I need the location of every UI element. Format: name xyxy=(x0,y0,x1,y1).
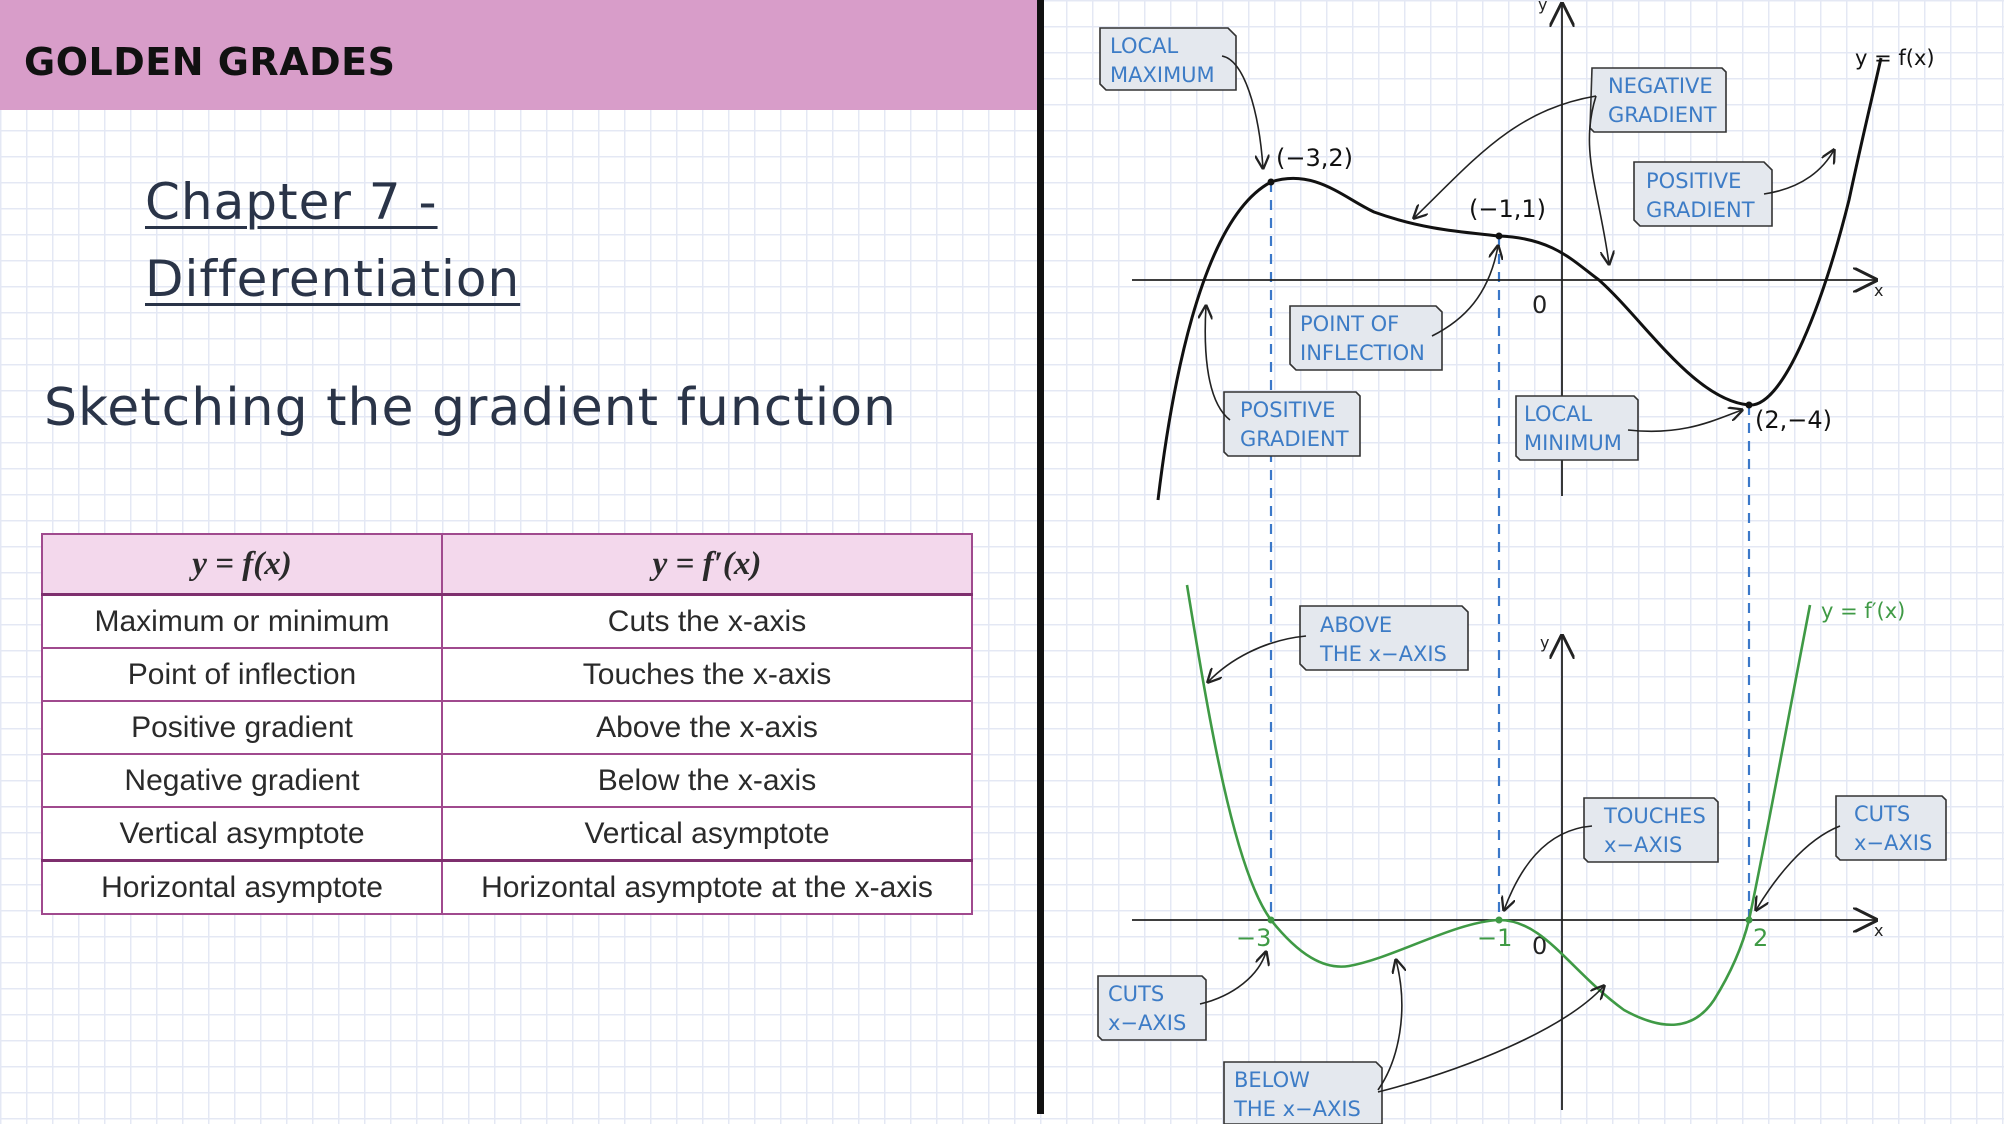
label-local-minimum-line1: LOCAL xyxy=(1524,402,1593,426)
table-row: Point of inflection Touches the x-axis xyxy=(42,648,973,702)
label-cuts-x-axis-left-line1: CUTS xyxy=(1108,982,1164,1006)
arrow-below-2 xyxy=(1377,986,1604,1093)
label-below-x-axis-line1: BELOW xyxy=(1234,1068,1310,1092)
table-row: Positive gradient Above the x-axis xyxy=(42,701,973,755)
label-below-x-axis-line2: THE x−AXIS xyxy=(1233,1097,1361,1121)
table-cell: Touches the x-axis xyxy=(442,648,973,702)
label-positive-gradient-right: POSITIVE GRADIENT xyxy=(1633,161,1773,227)
label-positive-gradient-left: POSITIVE GRADIENT xyxy=(1223,391,1361,457)
label-touches-x-axis: TOUCHES x−AXIS xyxy=(1583,797,1719,863)
bottom-y-axis-letter: y xyxy=(1540,633,1549,652)
label-positive-gradient-left-line2: GRADIENT xyxy=(1240,427,1349,451)
table-row: Negative gradient Below the x-axis xyxy=(42,754,973,808)
top-origin: 0 xyxy=(1532,291,1547,319)
label-point-of-inflection-line1: POINT OF xyxy=(1300,312,1399,336)
label-negative-gradient: NEGATIVE GRADIENT xyxy=(1589,67,1727,133)
column-header-fx: y = f(x) xyxy=(42,534,443,596)
label-positive-gradient-right-line2: GRADIENT xyxy=(1646,198,1755,222)
table-cell: Point of inflection xyxy=(42,648,443,702)
bottom-x-axis-letter: x xyxy=(1874,921,1883,940)
label-touches-x-axis-line2: x−AXIS xyxy=(1604,833,1682,857)
arrow-touches-x-axis xyxy=(1504,825,1593,910)
arrow-above-x-axis xyxy=(1208,635,1307,682)
label-cuts-x-axis-left-line2: x−AXIS xyxy=(1108,1011,1186,1035)
label-positive-gradient-left-line1: POSITIVE xyxy=(1240,398,1335,422)
label-cuts-x-axis-right-line2: x−AXIS xyxy=(1854,831,1932,855)
inflection-coord: (−1,1) xyxy=(1469,195,1546,223)
tick-label-minus-1: −1 xyxy=(1477,924,1512,952)
root-2 xyxy=(1745,916,1753,924)
table-cell: Cuts the x-axis xyxy=(442,594,973,649)
table-row: Vertical asymptote Vertical asymptote xyxy=(42,807,973,862)
vertical-divider xyxy=(1037,0,1044,1114)
arrow-negative-gradient-2 xyxy=(1588,95,1609,264)
label-below-x-axis: BELOW THE x−AXIS xyxy=(1223,1061,1383,1124)
table-cell: Positive gradient xyxy=(42,701,443,755)
header-banner xyxy=(0,0,1040,110)
top-y-axis-letter: y xyxy=(1538,0,1547,14)
chapter-subject: Differentiation xyxy=(145,250,521,308)
fpx-curve xyxy=(1185,584,1812,1027)
arrow-inflection xyxy=(1431,246,1498,337)
label-negative-gradient-line2: GRADIENT xyxy=(1608,103,1717,127)
column-header-fpx: y = f′(x) xyxy=(442,534,973,596)
top-x-axis-letter: x xyxy=(1874,281,1883,300)
arrow-local-max xyxy=(1221,55,1263,168)
label-touches-x-axis-line1: TOUCHES xyxy=(1603,804,1706,828)
label-local-maximum: LOCAL MAXIMUM xyxy=(1099,27,1237,91)
fx-curve xyxy=(1156,57,1883,501)
table-header-row: y = f(x) y = f′(x) xyxy=(42,534,973,596)
local-min-point xyxy=(1745,401,1753,409)
section-subtitle: Sketching the gradient function xyxy=(44,378,897,438)
arrow-cuts-right xyxy=(1756,825,1841,910)
arrow-below-1 xyxy=(1377,960,1402,1091)
arrow-local-min xyxy=(1627,410,1742,433)
table-cell: Maximum or minimum xyxy=(42,594,443,649)
arrow-positive-gradient-right xyxy=(1763,150,1834,195)
pointer-arrows xyxy=(1199,55,1841,1093)
root-minus-3 xyxy=(1267,916,1275,924)
label-local-maximum-line2: MAXIMUM xyxy=(1110,63,1215,87)
label-above-x-axis-line1: ABOVE xyxy=(1320,613,1392,637)
local-max-coord: (−3,2) xyxy=(1276,144,1353,172)
label-cuts-x-axis-left: CUTS x−AXIS xyxy=(1097,975,1207,1041)
arrow-negative-gradient xyxy=(1414,95,1597,218)
table-cell: Horizontal asymptote xyxy=(42,859,443,915)
label-above-x-axis-line2: THE x−AXIS xyxy=(1319,642,1447,666)
tick-label-2: 2 xyxy=(1753,924,1768,952)
label-above-x-axis: ABOVE THE x−AXIS xyxy=(1299,605,1469,671)
label-cuts-x-axis-right-line1: CUTS xyxy=(1854,802,1910,826)
table-cell: Below the x-axis xyxy=(442,754,973,808)
label-local-minimum-line2: MINIMUM xyxy=(1524,431,1622,455)
table-cell: Horizontal asymptote at the x-axis xyxy=(442,859,973,915)
label-cuts-x-axis-right: CUTS x−AXIS xyxy=(1835,795,1947,861)
arrow-positive-gradient-left xyxy=(1205,306,1231,421)
table-cell: Negative gradient xyxy=(42,754,443,808)
label-negative-gradient-line1: NEGATIVE xyxy=(1608,74,1713,98)
arrow-cuts-left xyxy=(1199,952,1266,1005)
guide-lines xyxy=(1269,182,1751,918)
tick-label-minus-3: −3 xyxy=(1236,924,1271,952)
table-cell: Above the x-axis xyxy=(442,701,973,755)
fpx-curve-label: y = f′(x) xyxy=(1821,599,1905,623)
table-cell: Vertical asymptote xyxy=(442,807,973,862)
bottom-axes xyxy=(1132,636,1876,1110)
chapter-title: Chapter 7 - xyxy=(145,173,438,231)
local-min-coord: (2,−4) xyxy=(1755,406,1832,434)
table-row: Horizontal asymptote Horizontal asymptot… xyxy=(42,859,973,915)
label-local-maximum-line1: LOCAL xyxy=(1110,34,1179,58)
local-max-point xyxy=(1267,178,1275,186)
gradient-diagram: x y 0 y = f(x) (−3,2) (−1,1) (2,−4) x y … xyxy=(1097,0,1947,1124)
table-row: Maximum or minimum Cuts the x-axis xyxy=(42,594,973,649)
label-point-of-inflection-line2: INFLECTION xyxy=(1300,341,1425,365)
rules-table: y = f(x) y = f′(x) Maximum or minimum Cu… xyxy=(41,533,973,915)
label-positive-gradient-right-line1: POSITIVE xyxy=(1646,169,1741,193)
root-minus-1 xyxy=(1495,916,1503,924)
table-cell: Vertical asymptote xyxy=(42,807,443,862)
brand-title: GOLDEN GRADES xyxy=(24,40,396,84)
fx-curve-label: y = f(x) xyxy=(1855,46,1935,70)
label-point-of-inflection: POINT OF INFLECTION xyxy=(1289,305,1443,371)
inflection-point xyxy=(1495,232,1503,240)
label-local-minimum: LOCAL MINIMUM xyxy=(1515,395,1639,461)
